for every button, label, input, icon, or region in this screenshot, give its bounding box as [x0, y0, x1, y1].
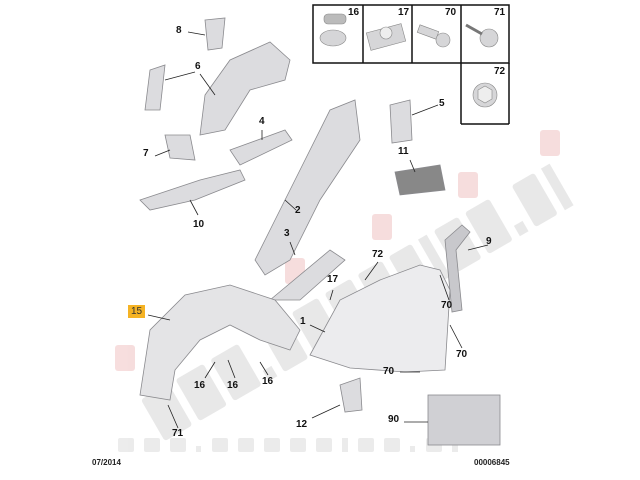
callout-5: 5: [439, 98, 445, 109]
callout-2: 2: [295, 205, 301, 216]
cell-label-16: 16: [348, 7, 360, 18]
callout-3: 3: [284, 228, 290, 239]
callout-7: 7: [143, 148, 149, 159]
parts: [139, 17, 501, 446]
callout-16-b: 16: [227, 380, 239, 391]
cell-label-70: 70: [445, 7, 457, 18]
callout-17: 17: [327, 274, 339, 285]
callout-71: 71: [172, 428, 184, 439]
leader-lines: [147, 31, 489, 429]
clip-16-icon: [319, 29, 347, 47]
callout-70-upper: 70: [441, 300, 453, 311]
cell-label-17: 17: [398, 7, 410, 18]
callout-8: 8: [176, 25, 182, 36]
footer-date: 07/2014: [92, 458, 121, 467]
callout-11: 11: [398, 146, 409, 157]
callout-6: 6: [195, 61, 201, 72]
footer-diagram-number: 00006845: [474, 458, 510, 467]
fastener-grid: [312, 4, 510, 125]
bolt-70-icon: [416, 24, 440, 40]
callout-72: 72: [372, 249, 384, 260]
callout-16-a: 16: [194, 380, 206, 391]
callout-10: 10: [193, 219, 205, 230]
callout-12: 12: [296, 419, 308, 430]
callout-16-c: 16: [262, 376, 274, 387]
callout-70-lower: 70: [383, 366, 395, 377]
callout-70-right: 70: [456, 349, 468, 360]
cell-label-72: 72: [494, 66, 506, 77]
callout-4: 4: [259, 116, 265, 127]
screw-71-icon: [479, 28, 499, 48]
callout-1: 1: [300, 316, 306, 327]
cell-label-71: 71: [494, 7, 506, 18]
callout-9: 9: [486, 236, 492, 247]
callout-15-highlighted[interactable]: 15: [128, 305, 146, 318]
callout-90: 90: [388, 414, 400, 425]
